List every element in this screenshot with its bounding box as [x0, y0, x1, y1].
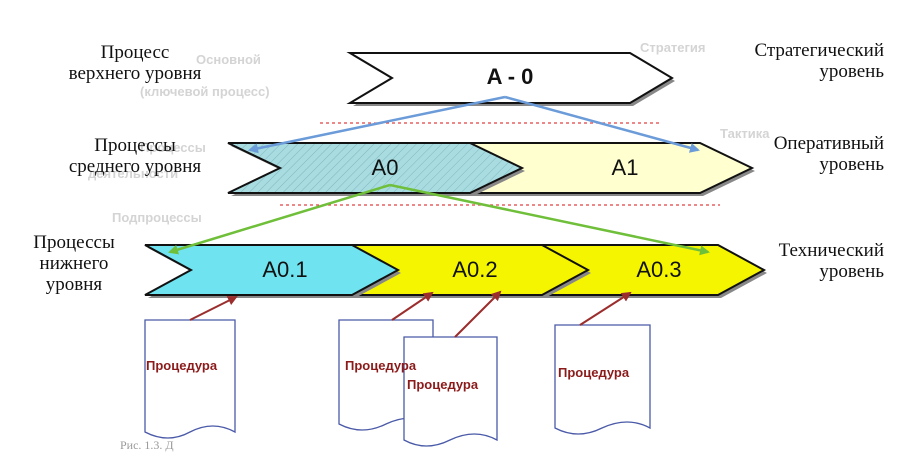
- document-2-label: Процедура: [345, 358, 417, 373]
- document-1-label: Процедура: [146, 358, 218, 373]
- ghost-main-2: (ключевой процесс): [140, 84, 270, 99]
- process-a-0: [346, 52, 675, 106]
- document-1: [144, 319, 236, 439]
- ghost-sub-3: деятельности: [88, 166, 179, 181]
- blue-arrow-left: [248, 95, 506, 154]
- document-4-label: Процедура: [558, 365, 630, 380]
- label-middle-level: Процессы среднего уровня: [68, 135, 202, 177]
- blue-arrow-right: [504, 95, 700, 153]
- ghost-main: Основной: [196, 52, 261, 67]
- process-a0-2: [349, 244, 591, 298]
- process-a0-label: A0: [371, 155, 399, 180]
- document-4: [554, 324, 651, 435]
- document-3: [403, 336, 498, 447]
- process-a0: [227, 142, 525, 196]
- label-strategic-level: Стратегический уровень: [754, 40, 884, 82]
- ghost-strategy: Стратегия: [640, 40, 706, 55]
- green-arrow-left: [168, 183, 391, 255]
- red-arrow-4: [579, 291, 632, 326]
- process-a0-1: [144, 244, 401, 298]
- process-a0-2-label: A0.2: [452, 257, 498, 282]
- ghost-sub: Подпроцессы: [112, 210, 202, 225]
- label-top-level: Процесс верхнего уровня: [68, 42, 202, 84]
- ghost-tactic: Тактика: [720, 126, 770, 141]
- red-arrow-3: [454, 290, 502, 338]
- label-bottom-level: Процессы нижнего уровня: [33, 232, 115, 295]
- process-a-0-label: A - 0: [486, 64, 534, 89]
- label-technical-level: Технический уровень: [778, 240, 884, 282]
- green-arrow-right: [389, 183, 710, 256]
- red-arrow-1: [189, 296, 238, 321]
- process-a1-label: A1: [611, 155, 639, 180]
- document-3-label: Процедура: [407, 377, 479, 392]
- ghost-sub-2: Процессы: [140, 140, 206, 155]
- figure-caption: Рис. 1.3. Д: [120, 438, 174, 452]
- process-a0-3-label: A0.3: [636, 257, 682, 282]
- process-a0-3: [537, 244, 767, 298]
- process-a0-1-label: A0.1: [262, 257, 308, 282]
- label-operational-level: Оперативный уровень: [773, 133, 884, 175]
- red-arrow-2: [391, 291, 434, 321]
